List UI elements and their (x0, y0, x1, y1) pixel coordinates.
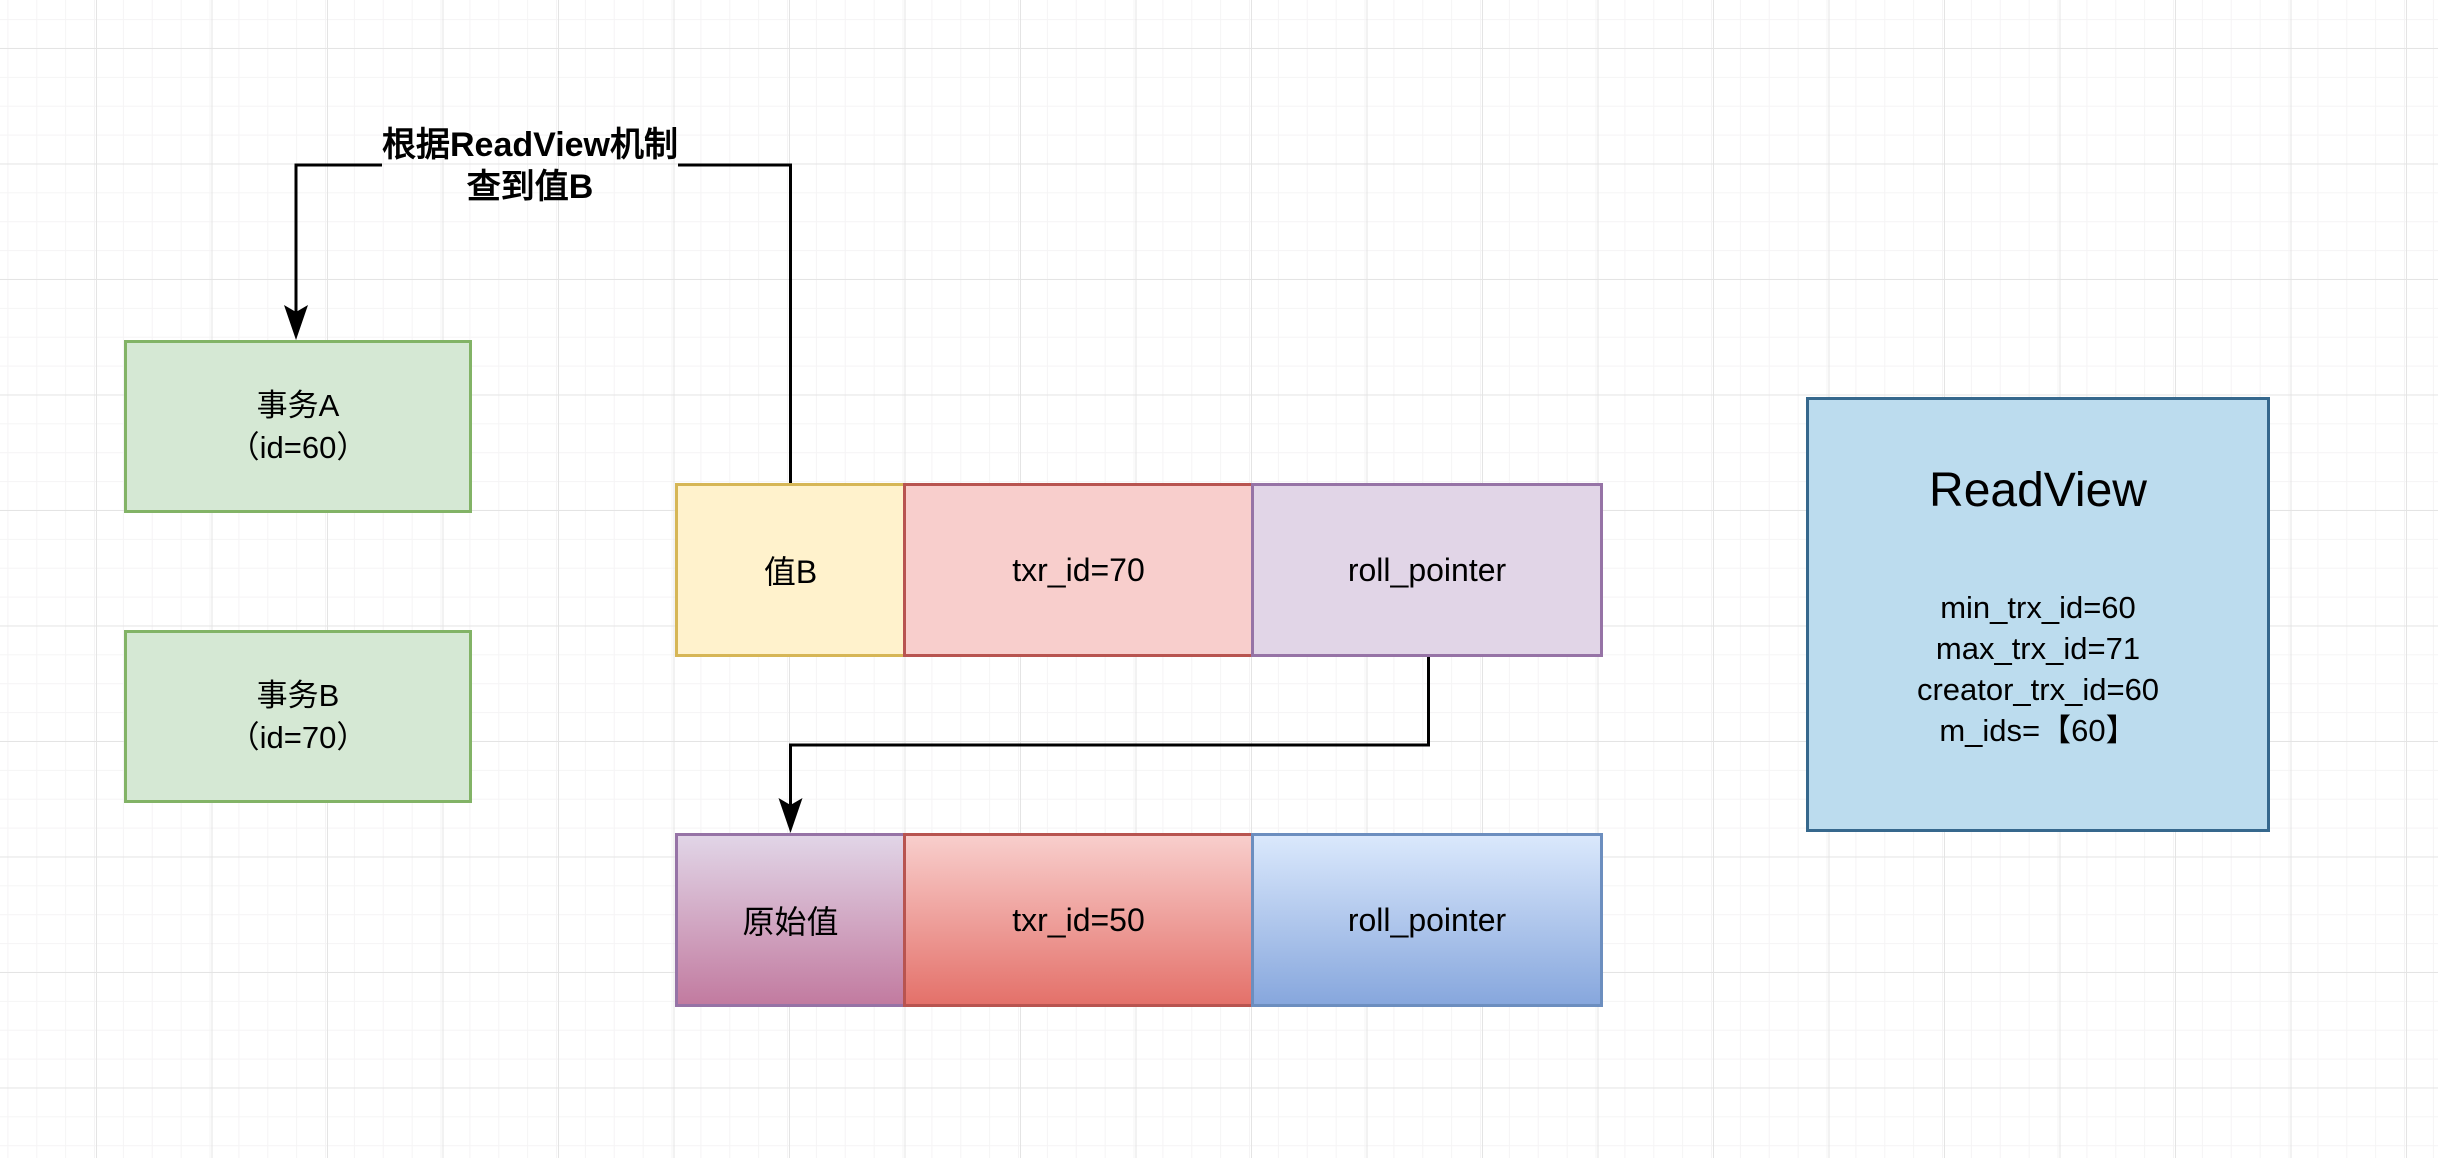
readview-min-trx-id: min_trx_id=60 (1940, 590, 2136, 625)
readview-box: ReadView min_trx_id=60 max_trx_id=71 cre… (1806, 397, 2270, 832)
transaction-b-box: 事务B （id=70） (124, 630, 472, 803)
cell-value-b: 值B (675, 483, 906, 657)
annotation-line1: 根据ReadView机制 (381, 126, 678, 164)
readview-m-ids: m_ids=【60】 (1939, 713, 2137, 748)
arrow-annotation-to-transaction-a (284, 163, 382, 340)
cell-txr-id-70: txr_id=70 (903, 483, 1254, 657)
cell-roll-pointer-undo: roll_pointer (1251, 833, 1603, 1007)
readview-creator-trx-id: creator_trx_id=60 (1916, 672, 2160, 707)
transaction-b-id: （id=70） (228, 719, 368, 755)
transaction-a-name: 事务A (256, 387, 340, 423)
cell-txr-id-70-label: txr_id=70 (1012, 551, 1145, 588)
cell-value-b-label: 值B (763, 554, 818, 590)
readview-fields: min_trx_id=60 max_trx_id=71 creator_trx_… (1809, 587, 2267, 751)
readview-title: ReadView (1929, 464, 2147, 517)
cell-txr-id-50: txr_id=50 (903, 833, 1254, 1007)
transaction-a-box: 事务A （id=60） (124, 340, 472, 513)
cell-roll-pointer-undo-label: roll_pointer (1347, 901, 1507, 938)
line-annotation-to-value-b (678, 163, 792, 483)
annotation-label: 根据ReadView机制 查到值B (330, 124, 730, 208)
arrow-rollpointer-to-original-value (778, 657, 1430, 833)
transaction-b-name: 事务B (256, 677, 340, 713)
record-row-current: 值B txr_id=70 roll_pointer (675, 483, 1603, 657)
readview-max-trx-id: max_trx_id=71 (1935, 631, 2141, 666)
cell-original-value-label: 原始值 (742, 904, 839, 940)
cell-roll-pointer-current-label: roll_pointer (1347, 551, 1507, 588)
record-row-undo: 原始值 txr_id=50 roll_pointer (675, 833, 1603, 1007)
cell-txr-id-50-label: txr_id=50 (1012, 901, 1145, 938)
cell-original-value: 原始值 (675, 833, 906, 1007)
annotation-line2: 查到值B (466, 168, 594, 206)
cell-roll-pointer-current: roll_pointer (1251, 483, 1603, 657)
transaction-a-id: （id=60） (228, 429, 368, 465)
